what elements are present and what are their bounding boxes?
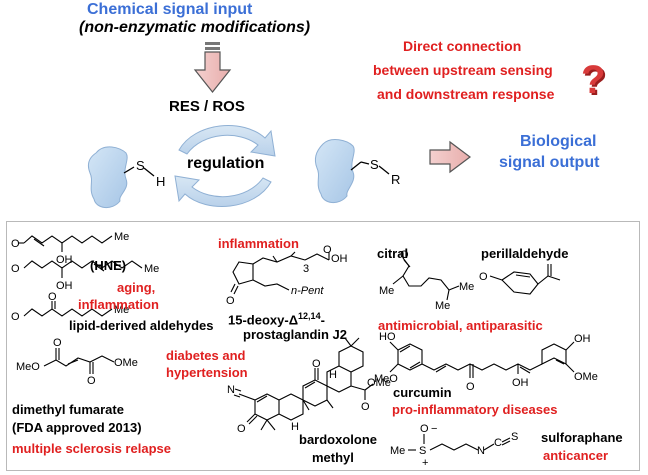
aging-label: aging, bbox=[117, 280, 156, 295]
biological-output-line1: Biological bbox=[520, 133, 597, 150]
protein-modified-icon bbox=[314, 139, 390, 203]
bardoxolone-oxygen-a: O bbox=[237, 423, 246, 435]
prostaglandin-name-start: 15-deoxy-Δ bbox=[228, 312, 299, 328]
sulforaphane-activity: anticancer bbox=[543, 448, 609, 463]
question-icon: ? ? bbox=[581, 58, 607, 104]
dmf-oxygen-top: O bbox=[53, 337, 62, 349]
citral-label: citral bbox=[377, 246, 409, 261]
curcumin-activity: pro-inflammatory diseases bbox=[392, 402, 558, 417]
sulforaphane-minus-charge: − bbox=[431, 423, 437, 435]
hypertension-label: hypertension bbox=[166, 365, 248, 380]
direct-connection-line2: between upstream sensing bbox=[373, 62, 553, 78]
perillaldehyde-oxygen: O bbox=[479, 271, 488, 283]
curcumin-methoxy-left: MeO bbox=[374, 373, 398, 385]
citral-methyl2: Me bbox=[435, 300, 450, 312]
sulforaphane-nitrogen: N bbox=[477, 445, 485, 457]
pg-pentyl: n-Pent bbox=[291, 285, 324, 297]
dmf-methoxy-left: MeO bbox=[16, 361, 40, 373]
biological-output-line2: signal output bbox=[499, 154, 600, 171]
curcumin-enol-hydroxyl: OH bbox=[512, 377, 529, 389]
hne-structure: O Me OH O Me OH O O Me bbox=[11, 231, 159, 323]
aldehyde2-methyl: Me bbox=[144, 263, 159, 275]
non-enzymatic-modifications-text: (non-enzymatic modifications) bbox=[79, 19, 311, 36]
sulforaphane-terminal-sulfur: S bbox=[511, 431, 518, 443]
down-arrow-icon bbox=[193, 42, 232, 93]
sulforaphane-carbon: C bbox=[494, 437, 502, 449]
prostaglandin-superscript: 12,14 bbox=[298, 311, 321, 321]
diabetes-label: diabetes and bbox=[166, 348, 246, 363]
hne-hydroxyl: OH bbox=[56, 254, 73, 266]
perillaldehyde-label: perillaldehyde bbox=[481, 246, 569, 261]
curcumin-structure: HO MeO O OH OH OMe bbox=[374, 331, 598, 393]
bardoxolone-methoxy: OMe bbox=[367, 377, 391, 389]
inflammation-label-lipid: inflammation bbox=[78, 297, 159, 312]
dmf-approval: (FDA approved 2013) bbox=[12, 420, 142, 435]
question-mark-shadow: ? bbox=[583, 60, 607, 104]
curcumin-hydroxyl-left: HO bbox=[379, 331, 396, 343]
curcumin-keto-oxygen: O bbox=[466, 381, 475, 393]
question-mark: ? bbox=[581, 58, 605, 102]
adduct-r-group: R bbox=[391, 172, 401, 187]
pg-carbonyl-oxygen: O bbox=[323, 244, 332, 256]
prostaglandin-structure: OH O O 3 n-Pent bbox=[226, 244, 348, 307]
curcumin-hydroxyl-right: OH bbox=[574, 333, 591, 345]
regulation-label: regulation bbox=[187, 155, 265, 172]
citral-oxygen: O bbox=[400, 249, 409, 261]
bardoxolone-structure: N O O O OMe H H bbox=[227, 337, 391, 435]
chemical-signal-input-label: Chemical signal input bbox=[87, 1, 253, 18]
prostaglandin-name-end: - bbox=[320, 312, 325, 328]
curcumin-methoxy-right: OMe bbox=[574, 371, 598, 383]
pg-ring-oxygen: O bbox=[226, 295, 235, 307]
bardoxolone-hydrogen2: H bbox=[291, 421, 299, 433]
regulation-cycle-icon bbox=[174, 125, 276, 207]
thiol-hydrogen-atom: H bbox=[156, 174, 166, 189]
perillaldehyde-structure: O bbox=[479, 264, 561, 295]
compound-panel bbox=[6, 221, 640, 471]
adduct-sulfur-atom: S bbox=[370, 157, 379, 172]
aldehyde2-oxygen: O bbox=[11, 263, 20, 275]
sulforaphane-sulfur: S bbox=[419, 445, 426, 457]
dmf-activity: multiple sclerosis relapse bbox=[12, 441, 171, 456]
antimicrobial-label: antimicrobial, antiparasitic bbox=[378, 318, 543, 333]
dimethyl-fumarate-structure: MeO OMe O O bbox=[16, 337, 138, 387]
pg-chain-count: 3 bbox=[303, 263, 309, 275]
dmf-oxygen-bottom: O bbox=[87, 375, 96, 387]
direct-connection-line1: Direct connection bbox=[403, 38, 522, 54]
dmf-name: dimethyl fumarate bbox=[12, 402, 124, 417]
protein-thiol-icon bbox=[87, 146, 155, 208]
citral-structure: O Me Me Me bbox=[379, 249, 474, 312]
sulforaphane-oxygen: O bbox=[420, 423, 429, 435]
dmf-methoxy-right: OMe bbox=[114, 357, 138, 369]
lipid-aldehydes-label: lipid-derived aldehydes bbox=[69, 318, 214, 333]
non-enzymatic-modifications-label: (non-enzymatic modifications) bbox=[79, 19, 310, 37]
prostaglandin-name-line1: 15-deoxy-Δ12,14- bbox=[228, 311, 325, 327]
citral-methyl1: Me bbox=[379, 285, 394, 297]
hne-methyl: Me bbox=[114, 231, 129, 243]
sulforaphane-structure: Me S O N C S − + bbox=[390, 423, 518, 469]
prostaglandin-name-line2: prostaglandin J2 bbox=[243, 327, 348, 342]
ketoaldehyde-keto-oxygen: O bbox=[48, 291, 57, 303]
citral-methyl3: Me bbox=[459, 281, 474, 293]
sulforaphane-plus-charge: + bbox=[422, 457, 428, 469]
hne-label: (HNE) bbox=[90, 258, 127, 273]
ketoaldehyde-oxygen: O bbox=[11, 311, 20, 323]
pg-hydroxyl: OH bbox=[331, 253, 348, 265]
bardoxolone-name-line1: bardoxolone bbox=[299, 432, 378, 447]
inflammation-label-pg: inflammation bbox=[218, 236, 299, 251]
bardoxolone-hydrogen1: H bbox=[329, 369, 337, 381]
bardoxolone-nitrogen: N bbox=[227, 384, 235, 396]
thiol-sulfur-atom: S bbox=[136, 158, 145, 173]
bardoxolone-oxygen-c: O bbox=[312, 358, 321, 370]
aldehyde2-hydroxyl: OH bbox=[56, 280, 73, 292]
direct-connection-line3: and downstream response bbox=[377, 86, 555, 102]
bardoxolone-name-line2: methyl bbox=[312, 450, 354, 465]
sulforaphane-methyl: Me bbox=[390, 445, 405, 457]
bardoxolone-ester-oxygen: O bbox=[361, 401, 370, 413]
right-arrow-icon bbox=[429, 140, 471, 174]
sulforaphane-name: sulforaphane bbox=[541, 430, 623, 445]
curcumin-name: curcumin bbox=[393, 385, 452, 400]
ketoaldehyde-methyl: Me bbox=[114, 304, 129, 316]
hne-oxygen: O bbox=[11, 238, 20, 250]
res-ros-label: RES / ROS bbox=[169, 98, 245, 115]
